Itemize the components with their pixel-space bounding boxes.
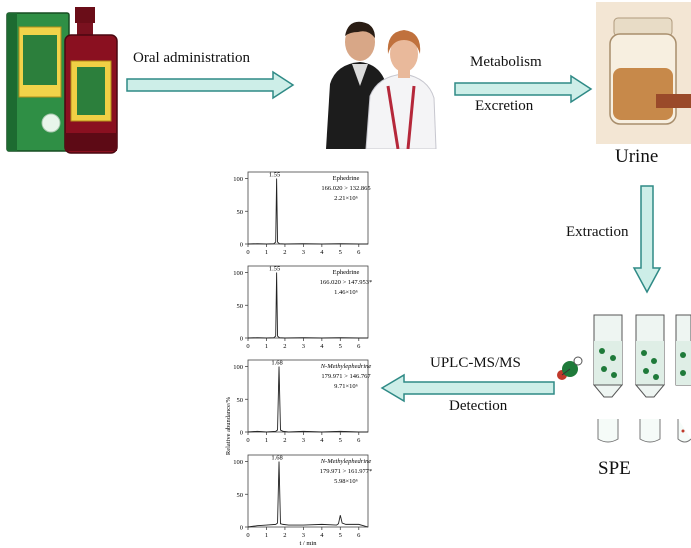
x-tick-label: 1 (265, 532, 268, 539)
peak-area: 9.71×10⁶ (334, 383, 358, 390)
x-tick-label: 4 (320, 343, 324, 350)
compound-name: Ephedrine (333, 175, 360, 182)
x-tick-label: 6 (357, 532, 361, 539)
y-tick-label: 0 (240, 430, 243, 437)
peak-retention-label: 1.55 (269, 266, 280, 273)
mrm-transition: 179.971 > 161.977* (320, 468, 372, 475)
x-tick-label: 5 (339, 343, 342, 350)
mrm-transition: 166.020 > 147.953* (320, 279, 372, 286)
x-tick-label: 3 (302, 343, 305, 350)
metabolism-arrow (454, 74, 593, 104)
mrm-transition: 166.020 > 132.865 (321, 185, 370, 192)
peak-retention-label: 1.55 (269, 172, 280, 179)
uplc-msms-label: UPLC-MS/MS (430, 355, 521, 371)
people-image (326, 21, 437, 149)
detection-label: Detection (449, 398, 508, 414)
y-tick-label: 50 (237, 397, 244, 404)
y-tick-label: 100 (233, 459, 243, 466)
peak-area: 5.98×10⁶ (334, 478, 358, 485)
x-tick-label: 5 (339, 437, 342, 444)
y-tick-label: 0 (240, 525, 243, 532)
oral-administration-label: Oral administration (133, 50, 251, 66)
excretion-label: Excretion (475, 98, 534, 114)
x-tick-label: 4 (320, 437, 324, 444)
x-tick-label: 2 (283, 249, 286, 256)
y-tick-label: 100 (233, 364, 243, 371)
medicine-package-image (6, 7, 118, 154)
urine-vial-image (596, 2, 691, 144)
compound-name: Ephedrine (333, 269, 360, 276)
peak-retention-label: 1.68 (271, 360, 282, 367)
x-tick-label: 0 (246, 532, 249, 539)
x-tick-label: 1 (265, 343, 268, 350)
chromatogram-trace-2 (247, 272, 368, 339)
x-tick-label: 4 (320, 532, 324, 539)
x-tick-label: 0 (246, 343, 249, 350)
extraction-label: Extraction (566, 224, 629, 240)
y-tick-label: 50 (237, 209, 244, 216)
spe-cartridges-image (557, 314, 691, 443)
x-tick-label: 3 (302, 532, 305, 539)
x-tick-label: 4 (320, 249, 324, 256)
x-tick-label: 5 (339, 532, 342, 539)
chromatogram-trace-3 (247, 366, 368, 433)
x-tick-label: 6 (357, 437, 361, 444)
chromatogram-trace-4 (247, 461, 369, 528)
x-tick-label: 6 (357, 343, 361, 350)
y-tick-label: 0 (240, 336, 243, 343)
x-tick-label: 3 (302, 437, 305, 444)
y-tick-label: 50 (237, 303, 244, 310)
chromatogram-frame-4 (247, 454, 369, 528)
y-tick-label: 100 (233, 176, 243, 183)
compound-name: N-Methylephedrine (320, 363, 372, 370)
mrm-transition: 179.971 > 146.767 (321, 373, 371, 380)
peak-area: 1.46×10⁶ (334, 289, 358, 296)
y-tick-label: 100 (233, 270, 243, 277)
chromatogram-frame-3 (247, 359, 369, 433)
oral-administration-arrow (126, 70, 295, 100)
extraction-arrow (632, 185, 662, 294)
x-tick-label: 2 (283, 343, 286, 350)
chromatogram-trace-1 (247, 178, 368, 245)
y-tick-label: 0 (240, 242, 243, 249)
x-axis-label: t / min (300, 540, 318, 547)
x-tick-label: 1 (265, 249, 268, 256)
peak-retention-label: 1.68 (271, 455, 282, 462)
metabolism-label: Metabolism (470, 54, 542, 70)
x-tick-label: 6 (357, 249, 361, 256)
uplc-arrow (380, 373, 555, 403)
peak-area: 2.21×10⁶ (334, 195, 358, 202)
x-tick-label: 2 (283, 532, 286, 539)
urine-label: Urine (615, 146, 659, 167)
y-tick-label: 50 (237, 492, 244, 499)
y-axis-label: Relative abundance/% (225, 396, 232, 455)
x-tick-label: 0 (246, 249, 249, 256)
x-tick-label: 2 (283, 437, 286, 444)
compound-name: N-Methylephedrine (320, 458, 372, 465)
chromatogram-frame-2 (247, 265, 369, 339)
chromatogram-frame-1 (247, 171, 369, 245)
x-tick-label: 3 (302, 249, 305, 256)
x-tick-label: 5 (339, 249, 342, 256)
x-tick-label: 0 (246, 437, 249, 444)
spe-label: SPE (598, 458, 631, 479)
x-tick-label: 1 (265, 437, 268, 444)
